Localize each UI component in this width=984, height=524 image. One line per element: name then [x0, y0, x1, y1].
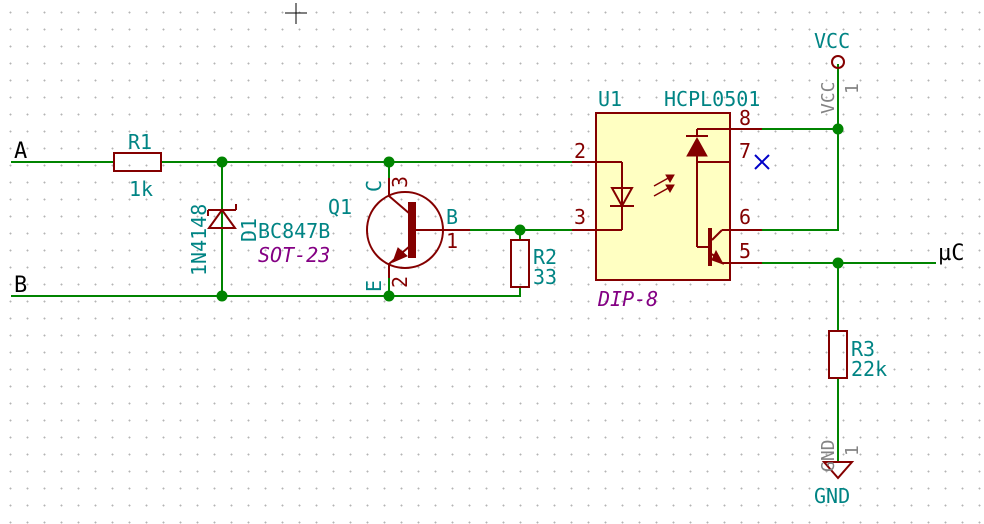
u1-pin-3-number: 3	[574, 205, 586, 229]
q1-value: BC847B	[258, 219, 330, 243]
r2-value: 33	[533, 265, 557, 289]
d1-value: 1N4148	[187, 204, 211, 276]
vcc-pin-number: 1	[842, 83, 863, 94]
resistor-r3[interactable]: R3 22k	[828, 330, 887, 381]
optocoupler-u1[interactable]: 2 3 8 7 6 5 U1 HCPL0501 DIP-8	[572, 87, 770, 311]
gnd-pin-number: 1	[842, 445, 863, 456]
q1-pin-b-number: 1	[446, 229, 458, 253]
q1-pin-b-name: B	[446, 205, 458, 229]
diode-d1[interactable]: D1 1N4148	[187, 204, 261, 276]
q1-pin-c-number: 3	[388, 176, 412, 188]
u1-reference: U1	[598, 87, 622, 111]
resistor-r1[interactable]: R1 1k	[113, 130, 162, 201]
u1-pin-2-number: 2	[574, 139, 586, 163]
no-connect-marker[interactable]	[754, 154, 770, 170]
u1-pin-7-number: 7	[739, 139, 751, 163]
junctions	[216, 123, 844, 302]
r3-value: 22k	[851, 357, 887, 381]
net-label-b[interactable]: B	[14, 273, 27, 298]
light-arrows-icon	[653, 174, 675, 197]
u1-pin-5-number: 5	[739, 239, 751, 263]
wires[interactable]	[11, 64, 936, 461]
transistor-q1[interactable]: C 3 B 1 E 2 Q1 BC847B SOT-23	[258, 176, 470, 292]
q1-reference: Q1	[328, 195, 352, 219]
resistor-r2[interactable]: R2 33	[510, 239, 557, 289]
q1-pin-e-number: 2	[388, 276, 412, 288]
q1-pin-c-name: C	[362, 180, 386, 192]
junction-dot	[216, 290, 228, 302]
net-label-a[interactable]: A	[14, 139, 27, 164]
u1-pin-6-number: 6	[739, 205, 751, 229]
junction-dot	[383, 290, 395, 302]
gnd-pin-name: GND	[818, 439, 839, 472]
u1-value: HCPL0501	[664, 87, 760, 111]
u1-footprint: DIP-8	[597, 287, 658, 311]
junction-dot	[832, 123, 844, 135]
d1-reference: D1	[237, 218, 261, 242]
junction-dot	[514, 224, 526, 236]
r2-reference: R2	[533, 245, 557, 269]
q1-footprint: SOT-23	[258, 243, 330, 267]
u1-pin-8-number: 8	[739, 106, 751, 130]
vcc-pin-name: VCC	[818, 81, 839, 114]
power-gnd[interactable]: GND GND 1	[814, 439, 863, 508]
q1-pin-e-name: E	[362, 280, 386, 292]
gnd-label: GND	[814, 484, 850, 508]
r1-reference: R1	[128, 130, 152, 154]
cursor-crosshair	[285, 3, 307, 24]
net-label-uc[interactable]: µC	[938, 241, 965, 266]
r3-reference: R3	[851, 337, 875, 361]
r1-value: 1k	[129, 177, 153, 201]
power-vcc[interactable]: VCC VCC 1	[814, 29, 863, 114]
junction-dot	[216, 156, 228, 168]
vcc-label: VCC	[814, 29, 850, 53]
junction-dot	[832, 257, 844, 269]
junction-dot	[383, 156, 395, 168]
